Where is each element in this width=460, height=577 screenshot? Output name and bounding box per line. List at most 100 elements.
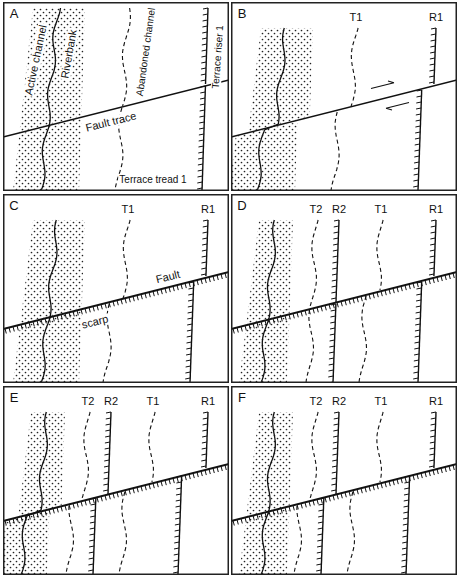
riser-hachure [186, 360, 191, 361]
riser-hachure [89, 558, 94, 559]
riser-hachure [186, 366, 191, 367]
abandoned-channel [331, 112, 339, 190]
scarp-hachure [429, 279, 430, 284]
riser-hachure [197, 182, 202, 183]
scarp-hachure [193, 281, 194, 286]
riser-hachure [201, 460, 206, 461]
scarp-hachure [205, 278, 206, 283]
riser-hachure [431, 28, 436, 29]
riser-hachure [187, 324, 192, 325]
scarp-hachure [13, 518, 14, 523]
abandoned-channel [377, 412, 383, 482]
riser-hachure [88, 564, 93, 565]
riser-hachure [333, 442, 338, 443]
scarp-hachure [173, 286, 174, 291]
riser-hachure [414, 366, 419, 367]
scarp-hachure [377, 292, 378, 297]
fault-trace [3, 80, 229, 137]
scarp-hachure [205, 470, 206, 475]
terrace-riser [93, 498, 96, 574]
scarp-hachure [89, 499, 90, 504]
scarp-hachure [273, 510, 274, 515]
scarp-hachure [317, 499, 318, 504]
feature-label: Terrace riser 1 [211, 24, 226, 90]
scarp-hachure [421, 281, 422, 286]
scarp-hachure [285, 315, 286, 320]
scarp-hachure [81, 309, 82, 314]
abandoned-channel [310, 220, 318, 308]
scarp-hachure [261, 321, 262, 326]
riser-hachure [331, 484, 336, 485]
riser-hachure [431, 220, 436, 221]
riser-hachure [317, 540, 322, 541]
scarp-hachure [113, 493, 114, 498]
scarp-hachure [213, 276, 214, 281]
scarp-hachure [197, 472, 198, 477]
terrace-riser [321, 498, 324, 574]
panel-letter: E [9, 391, 20, 404]
feature-label: T2 [309, 204, 324, 215]
scarp-hachure [325, 305, 326, 310]
scarp-hachure [105, 303, 106, 308]
riser-hachure [200, 104, 205, 105]
scarp-hachure [25, 515, 26, 520]
scarp-hachure [337, 494, 338, 499]
feature-label: R1 [200, 396, 216, 407]
riser-hachure [334, 232, 339, 233]
scarp-hachure [209, 469, 210, 474]
riser-hachure [174, 560, 179, 561]
riser-hachure [401, 566, 406, 567]
scarp-hachure [289, 506, 290, 511]
riser-hachure [188, 288, 193, 289]
scarp-hachure [341, 301, 342, 306]
scarp-hachure [353, 490, 354, 495]
riser-hachure [332, 280, 337, 281]
riser-hachure [188, 294, 193, 295]
riser-hachure [431, 34, 436, 35]
fault-trace [231, 80, 457, 137]
stage-panel: ET2R2T1R1 [3, 386, 229, 575]
scarp-hachure [257, 322, 258, 327]
riser-hachure [429, 466, 434, 467]
riser-hachure [416, 120, 421, 121]
scarp-hachure [45, 318, 46, 323]
riser-hachure [414, 174, 419, 175]
riser-hachure [103, 490, 108, 491]
scarp-hachure [241, 518, 242, 523]
riser-hachure [201, 268, 206, 269]
riser-hachure [318, 522, 323, 523]
riser-hachure [104, 460, 109, 461]
riser-hachure [316, 564, 321, 565]
riser-hachure [103, 484, 108, 485]
riser-hachure [430, 58, 435, 59]
scarp-hachure [357, 297, 358, 302]
scarp-hachure [21, 324, 22, 329]
scarp-hachure [337, 302, 338, 307]
riser-hachure [332, 286, 337, 287]
riser-hachure [176, 506, 181, 507]
scarp-hachure [405, 285, 406, 290]
scarp-hachure [389, 481, 390, 486]
scarp-hachure [53, 508, 54, 513]
scarp-hachure [289, 314, 290, 319]
riser-hachure [333, 238, 338, 239]
slip-arrow [371, 81, 394, 89]
abandoned-channel [347, 492, 354, 574]
riser-hachure [319, 504, 324, 505]
riser-hachure [187, 318, 192, 319]
panel-frame [4, 3, 229, 191]
riser-hachure [106, 412, 111, 413]
riser-hachure [173, 572, 178, 573]
scarp-hachure [309, 501, 310, 506]
feature-label: scarp [80, 313, 111, 331]
feature-label: T2 [309, 396, 324, 407]
scarp-hachure [121, 299, 122, 304]
scarp-hachure [373, 485, 374, 490]
riser-hachure [332, 268, 337, 269]
scarp-hachure [177, 477, 178, 482]
panel-letter: F [237, 391, 247, 404]
riser-hachure [200, 92, 205, 93]
riser-hachure [199, 122, 204, 123]
riser-hachure [402, 554, 407, 555]
riser-hachure [414, 162, 419, 163]
